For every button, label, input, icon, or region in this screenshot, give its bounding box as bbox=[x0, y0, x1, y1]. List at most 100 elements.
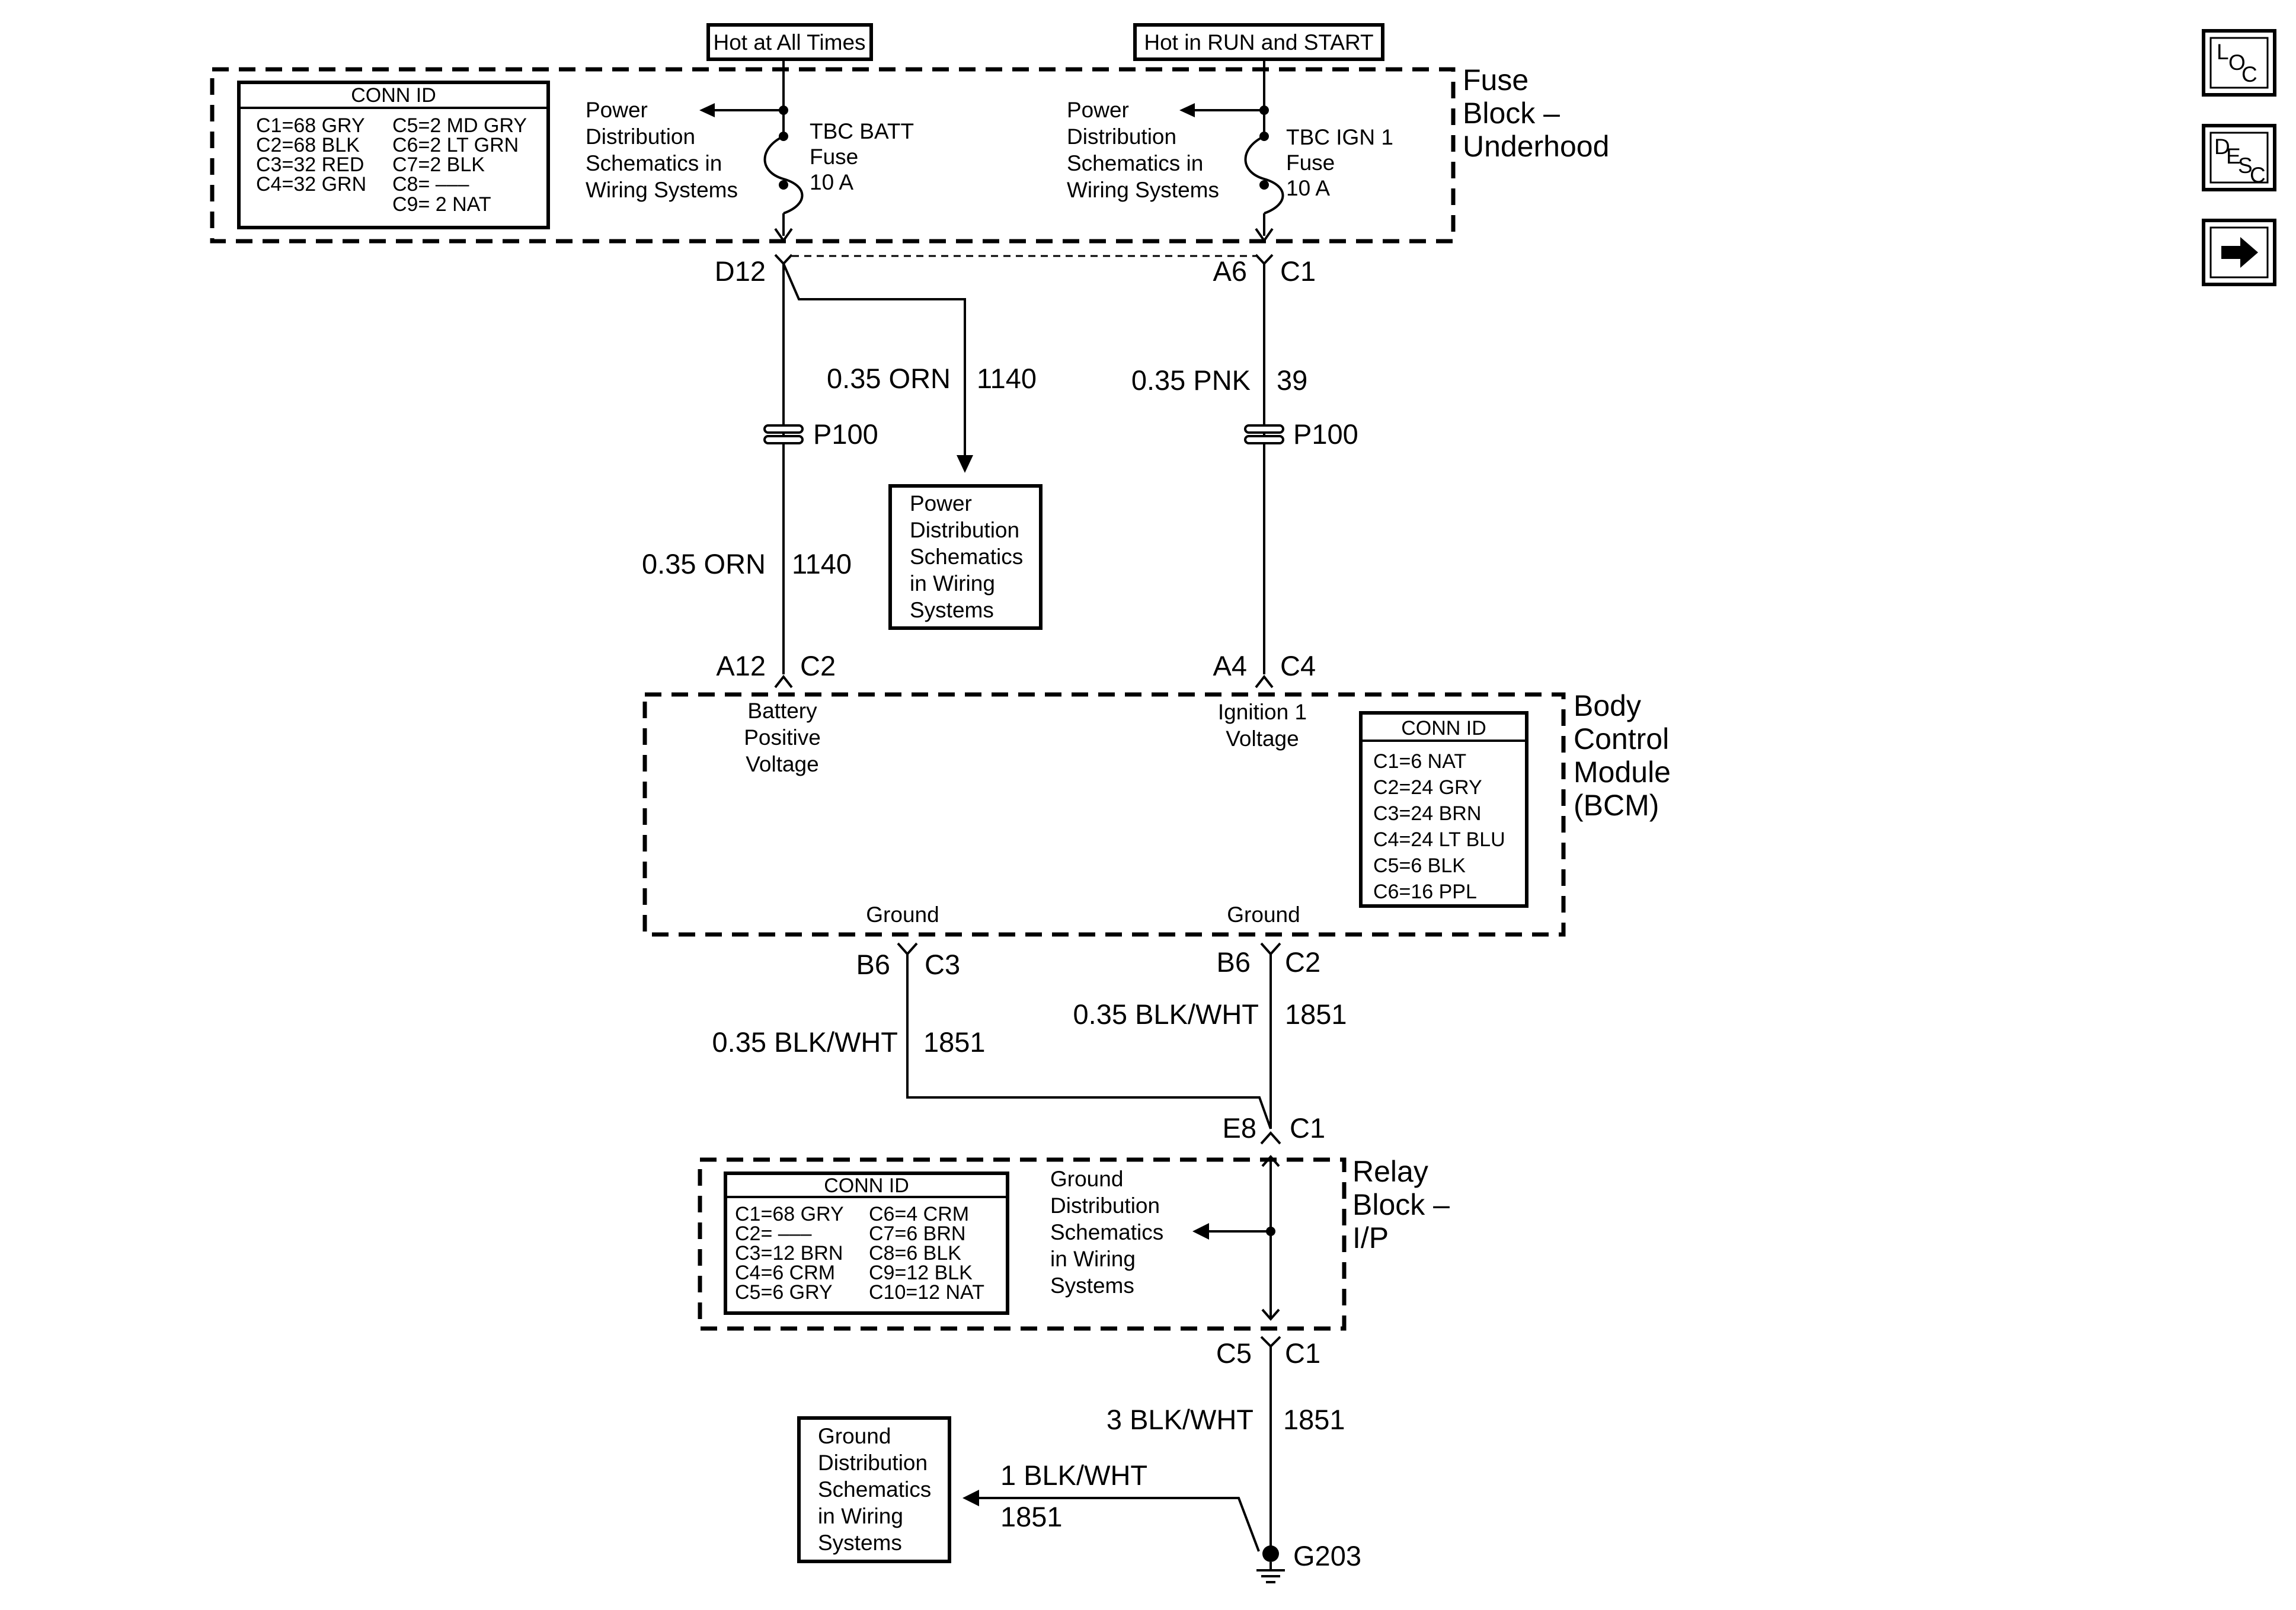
conn-id-row: C10=12 NAT bbox=[869, 1281, 984, 1304]
pin-b6-right: B6 bbox=[1217, 946, 1251, 978]
power-distribution-ref-box[interactable]: Power Distribution Schematics in Wiring … bbox=[888, 484, 1043, 630]
pin-c5: C5 bbox=[1216, 1337, 1252, 1369]
connector-pin-icon bbox=[774, 254, 793, 265]
splice-p100-right bbox=[1244, 424, 1284, 444]
ground-ref-box-line: Systems bbox=[818, 1531, 902, 1555]
conn-id-row: C5=6 BLK bbox=[1373, 854, 1466, 877]
conn-id-row: C4=6 CRM bbox=[735, 1262, 835, 1284]
loc-letter: O bbox=[2228, 50, 2246, 75]
connector-c1-relay: C1 bbox=[1290, 1112, 1325, 1144]
conn-id-title: CONN ID bbox=[1401, 717, 1486, 740]
relay-block-name: Relay bbox=[1352, 1155, 1428, 1188]
power-ref-right-line: Power bbox=[1067, 98, 1129, 122]
fuse-left-label: 10 A bbox=[810, 170, 853, 194]
conn-id-row: C6=16 PPL bbox=[1373, 881, 1477, 903]
bcm-name: Control bbox=[1574, 722, 1669, 756]
ignition-label: Ignition 1 bbox=[1218, 700, 1307, 724]
power-ref-box-line: Schematics bbox=[910, 545, 1023, 569]
conn-id-row: C2=68 BLK bbox=[256, 134, 360, 156]
conn-id-row: C7=6 BRN bbox=[869, 1222, 965, 1245]
bcm-name: (BCM) bbox=[1574, 789, 1659, 822]
pin-a12: A12 bbox=[716, 650, 766, 681]
tbc-batt-fuse-circuit: Power Distribution Schematics in Wiring … bbox=[586, 59, 914, 243]
pin-b6-left: B6 bbox=[856, 949, 891, 980]
conn-id-row: C6=2 LT GRN bbox=[392, 134, 519, 156]
bcm-conn-id-table: CONN ID C1=6 NAT C2=24 GRY C3=24 BRN C4=… bbox=[1359, 711, 1528, 908]
relay-block-name: Block – bbox=[1352, 1188, 1450, 1221]
loc-letter: L bbox=[2217, 40, 2229, 64]
hot-at-all-times-label: Hot at All Times bbox=[713, 30, 865, 55]
next-button[interactable] bbox=[2202, 219, 2276, 286]
splice-p100-left bbox=[763, 424, 804, 444]
power-ref-left-line: Schematics in bbox=[586, 151, 722, 175]
battery-label: Voltage bbox=[746, 752, 818, 776]
connector-c1: C1 bbox=[1280, 255, 1316, 287]
fuse-block-name-1: Fuse bbox=[1463, 63, 1528, 97]
fuse-block-name-2: Block – bbox=[1463, 97, 1560, 130]
battery-label: Positive bbox=[744, 725, 821, 750]
pin-a6: A6 bbox=[1213, 255, 1248, 287]
fuse-right-label: Fuse bbox=[1286, 151, 1335, 175]
ground-distribution-ref-box[interactable]: Ground Distribution Schematics in Wiring… bbox=[797, 1416, 951, 1563]
arrow-left-icon bbox=[1179, 103, 1195, 117]
connector-c2: C2 bbox=[800, 650, 836, 681]
wire-spec-6: 3 BLK/WHT bbox=[1107, 1404, 1253, 1435]
wire-circuit-7: 1851 bbox=[1000, 1501, 1063, 1532]
conn-id-row: C7=2 BLK bbox=[392, 153, 485, 176]
power-ref-right-line: Wiring Systems bbox=[1067, 178, 1219, 202]
ground-ref-line: Schematics bbox=[1050, 1220, 1163, 1244]
desc-letter: S bbox=[2238, 153, 2253, 178]
power-ref-left-line: Distribution bbox=[586, 124, 695, 149]
ignition-label: Voltage bbox=[1226, 726, 1299, 751]
conn-id-row: C4=24 LT BLU bbox=[1373, 828, 1505, 851]
ground-ref-line: Systems bbox=[1050, 1273, 1134, 1298]
desc-letter: E bbox=[2226, 144, 2241, 168]
power-ref-right-line: Schematics in bbox=[1067, 151, 1203, 175]
connector-pin-icon bbox=[1260, 942, 1281, 956]
wire-circuit-3: 1140 bbox=[792, 548, 852, 580]
wire-spec-5: 0.35 BLK/WHT bbox=[1073, 998, 1259, 1030]
ground-ref-box-line: Ground bbox=[818, 1424, 891, 1448]
arrow-left-icon bbox=[1192, 1223, 1209, 1240]
fuse-right-label: TBC IGN 1 bbox=[1286, 125, 1393, 149]
body-control-module: Body Control Module (BCM) Battery Positi… bbox=[642, 689, 1671, 937]
wire-circuit-6: 1851 bbox=[1283, 1404, 1345, 1435]
circuit-1851-lower: 3 BLK/WHT 1851 1 BLK/WHT 1851 bbox=[962, 1346, 1345, 1552]
bcm-name: Body bbox=[1574, 689, 1641, 722]
loc-button[interactable]: L O C bbox=[2202, 29, 2276, 97]
fuse-icon bbox=[1244, 135, 1284, 215]
wire-circuit-2: 39 bbox=[1277, 364, 1307, 396]
arrow-right-icon bbox=[2221, 237, 2258, 268]
conn-id-row: C5=2 MD GRY bbox=[392, 114, 527, 137]
wire-spec-4: 0.35 BLK/WHT bbox=[712, 1026, 898, 1058]
ground-ref-line: Ground bbox=[1050, 1167, 1123, 1191]
conn-id-row: C3=12 BRN bbox=[735, 1242, 843, 1265]
conn-id-row: C1=68 GRY bbox=[735, 1203, 844, 1225]
conn-id-row: C6=4 CRM bbox=[869, 1203, 969, 1225]
conn-id-row: C9=12 BLK bbox=[869, 1262, 973, 1284]
ground-ref-box-line: in Wiring bbox=[818, 1504, 903, 1528]
desc-button[interactable]: D E S C bbox=[2202, 124, 2276, 191]
battery-label: Battery bbox=[747, 699, 817, 723]
connector-pin-icon bbox=[1260, 1131, 1281, 1145]
fuse-block-underhood: Hot at All Times Hot in RUN and START Fu… bbox=[210, 23, 1609, 244]
arrow-left-icon bbox=[699, 103, 715, 117]
power-ref-box-line: in Wiring bbox=[910, 571, 995, 596]
ground-ref-box-line: Schematics bbox=[818, 1477, 931, 1502]
loc-letter: C bbox=[2241, 62, 2257, 87]
wire-circuit-5: 1851 bbox=[1285, 998, 1347, 1030]
circuit-39: 0.35 PNK 39 P100 bbox=[1131, 264, 1358, 689]
conn-id-row: C3=32 RED bbox=[256, 153, 364, 176]
conn-id-row: C2=24 GRY bbox=[1373, 776, 1482, 799]
ground-point-label: G203 bbox=[1293, 1540, 1361, 1571]
arrow-left-icon bbox=[962, 1490, 979, 1506]
ground-ref-line: in Wiring bbox=[1050, 1247, 1136, 1271]
conn-id-row: C3=24 BRN bbox=[1373, 802, 1481, 825]
arrow-down-icon bbox=[957, 455, 973, 473]
circuit-1140: 0.35 ORN 1140 P100 0.35 ORN 1140 bbox=[642, 263, 1037, 689]
hot-in-run-start-label: Hot in RUN and START bbox=[1144, 30, 1373, 55]
conn-id-row: C1=68 GRY bbox=[256, 114, 365, 137]
power-ref-box-line: Systems bbox=[910, 598, 994, 622]
ground-ref-box-line: Distribution bbox=[818, 1451, 928, 1475]
